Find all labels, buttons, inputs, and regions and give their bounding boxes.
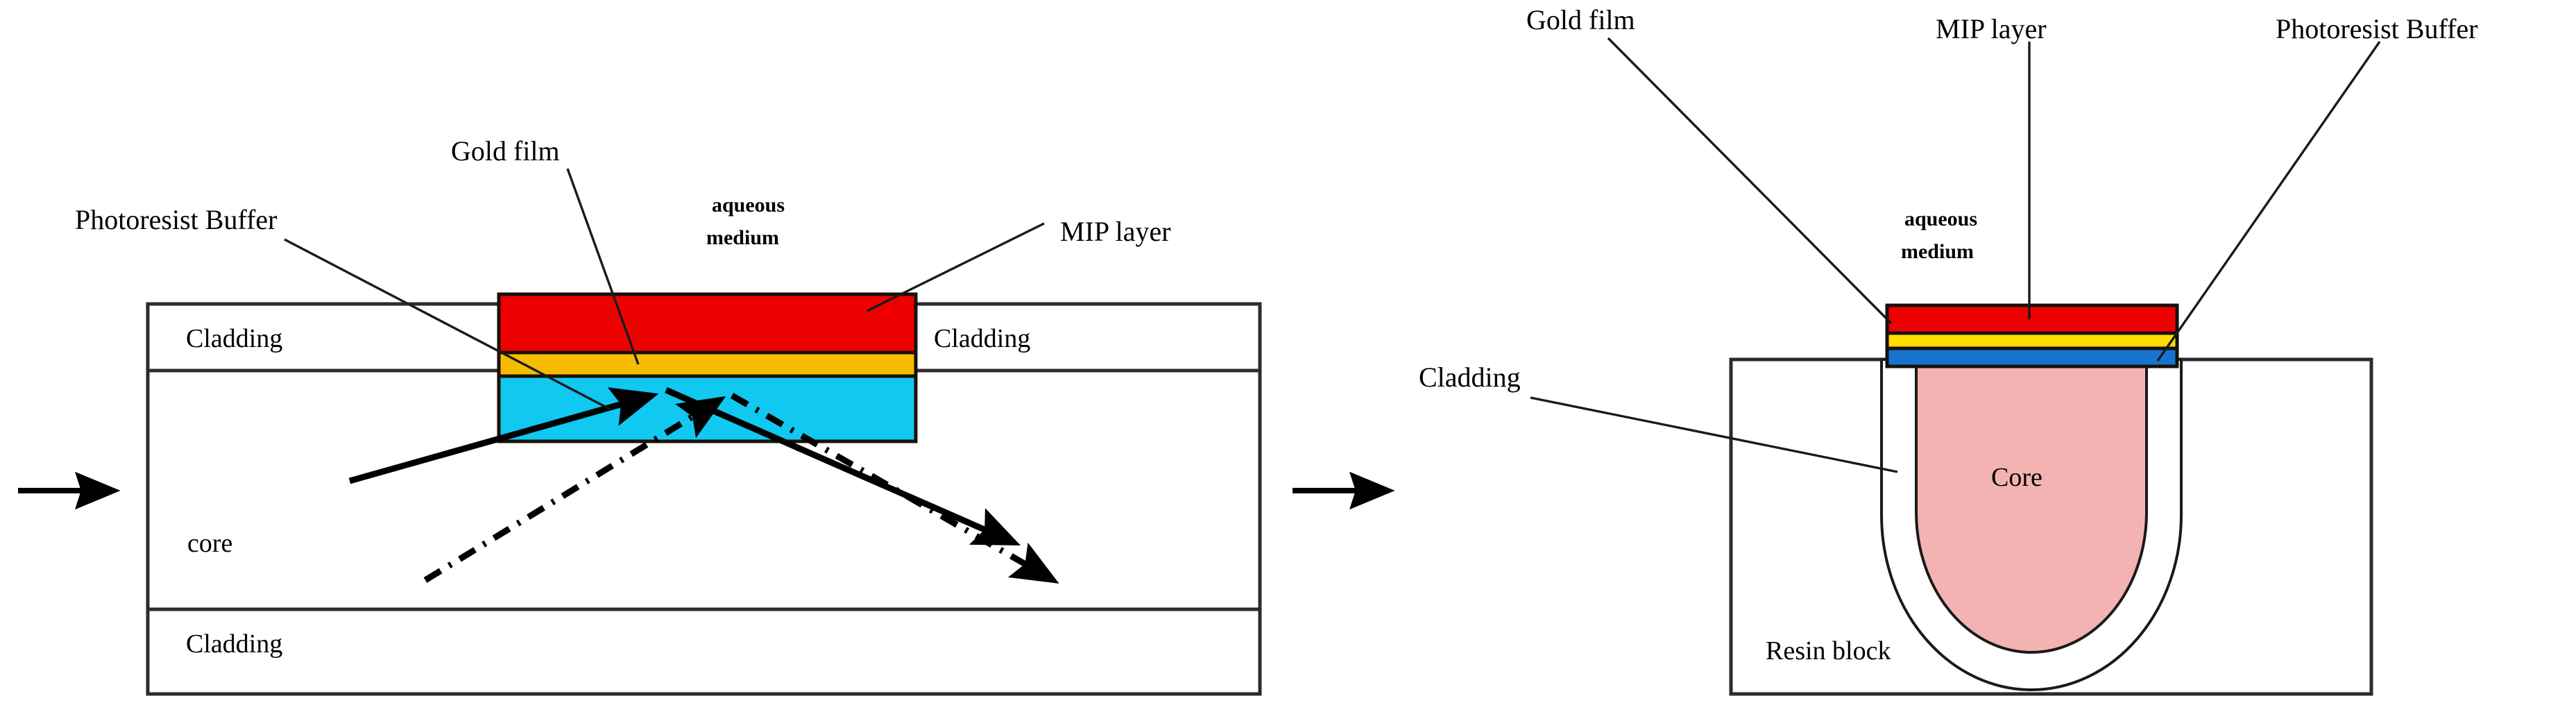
right-aqueous-medium-callout-line1: aqueous xyxy=(1904,207,1977,230)
right-cladding-callout: Cladding xyxy=(1419,362,1521,393)
left-ray-solid-incident xyxy=(348,387,659,484)
left-ray-dashdot-incident xyxy=(423,396,726,583)
right-mip-layer-callout: MIP layer xyxy=(1936,13,2047,44)
left-photoresist-leader-line xyxy=(284,238,611,411)
right-gold-film-callout: Gold film xyxy=(1526,4,1635,35)
left-cladding-top-left-label: Cladding xyxy=(186,324,282,353)
right-gold-film-leader-line xyxy=(1607,37,1893,325)
right-photoresist-buffer-layer xyxy=(1885,346,2179,368)
right-mip-layer xyxy=(1885,303,2179,335)
left-core-label: core xyxy=(187,529,232,558)
left-aqueous-medium-callout-line2: medium xyxy=(706,226,779,249)
left-mip-leader-line xyxy=(867,222,1045,312)
left-mip-layer xyxy=(497,292,918,355)
right-photoresist-buffer-callout: Photoresist Buffer xyxy=(2276,13,2477,44)
right-resin-block-label: Resin block xyxy=(1766,636,1891,666)
left-cladding-top-right-label: Cladding xyxy=(934,324,1030,353)
left-mip-layer-callout: MIP layer xyxy=(1060,216,1171,247)
left-gold-film-callout: Gold film xyxy=(451,135,560,167)
fiber-core xyxy=(1915,358,2148,654)
right-cladding-leader-line xyxy=(1530,396,1898,473)
left-gold-film-layer xyxy=(497,350,918,378)
left-photoresist-buffer-callout: Photoresist Buffer xyxy=(75,204,277,235)
right-aqueous-medium-callout-line2: medium xyxy=(1901,240,1974,263)
right-core-label: Core xyxy=(1991,463,2042,492)
right-photoresist-leader-line xyxy=(2156,41,2381,362)
left-panel: Cladding Cladding core Cladding Photores… xyxy=(18,135,1395,696)
right-panel: Core Resin block Gold film MIP layer Pho… xyxy=(1419,4,2477,696)
right-gold-film-layer xyxy=(1885,331,2179,350)
left-aqueous-medium-callout-line1: aqueous xyxy=(712,194,785,217)
left-cladding-bottom-label: Cladding xyxy=(186,629,282,659)
left-gold-film-leader-line xyxy=(566,168,640,365)
